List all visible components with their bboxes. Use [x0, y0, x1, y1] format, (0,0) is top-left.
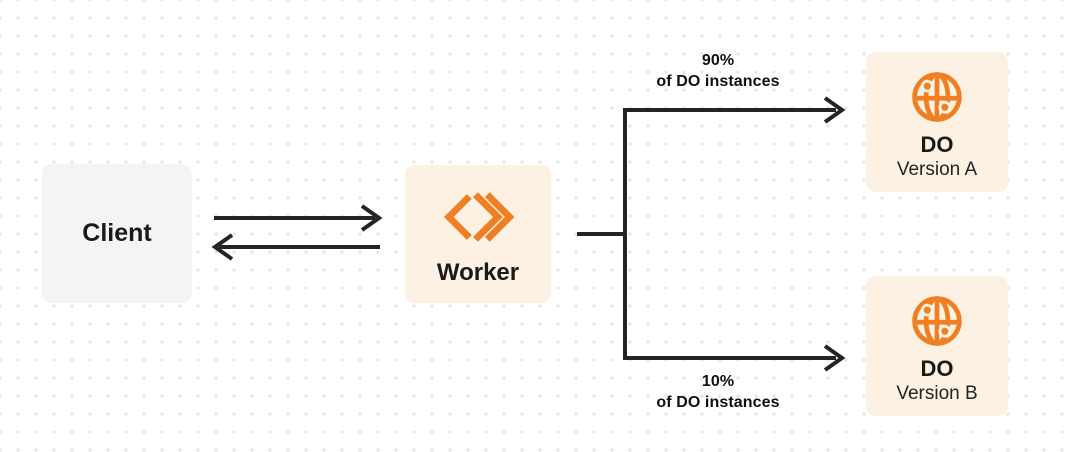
client-label: Client [82, 219, 152, 247]
client-node: Client [42, 164, 192, 303]
top-branch-percent: 90% [701, 52, 735, 69]
worker-to-client-arrow [211, 233, 380, 261]
globe-icon [908, 68, 966, 126]
worker-label: Worker [436, 259, 520, 286]
top-branch-label: 90% of DO instances [618, 50, 818, 92]
top-branch-caption: of DO instances [656, 73, 780, 90]
do-version-b-node: DO Version B [866, 276, 1008, 416]
bottom-branch-label: 10% of DO instances [618, 371, 818, 413]
worker-node: Worker [405, 165, 551, 303]
do-b-subtitle: Version B [896, 382, 978, 404]
fork-line [577, 108, 627, 360]
do-a-title: DO [920, 132, 954, 158]
do-version-a-node: DO Version A [866, 52, 1008, 192]
bottom-branch-percent: 10% [701, 373, 735, 390]
bottom-branch-caption: of DO instances [656, 394, 780, 411]
arrow-to-version-b [623, 344, 846, 372]
do-a-subtitle: Version A [896, 158, 978, 180]
arrow-to-version-a [623, 96, 846, 124]
globe-icon [908, 292, 966, 350]
do-b-title: DO [920, 356, 954, 382]
client-to-worker-arrow [214, 204, 383, 232]
code-chevrons-icon [442, 187, 514, 247]
